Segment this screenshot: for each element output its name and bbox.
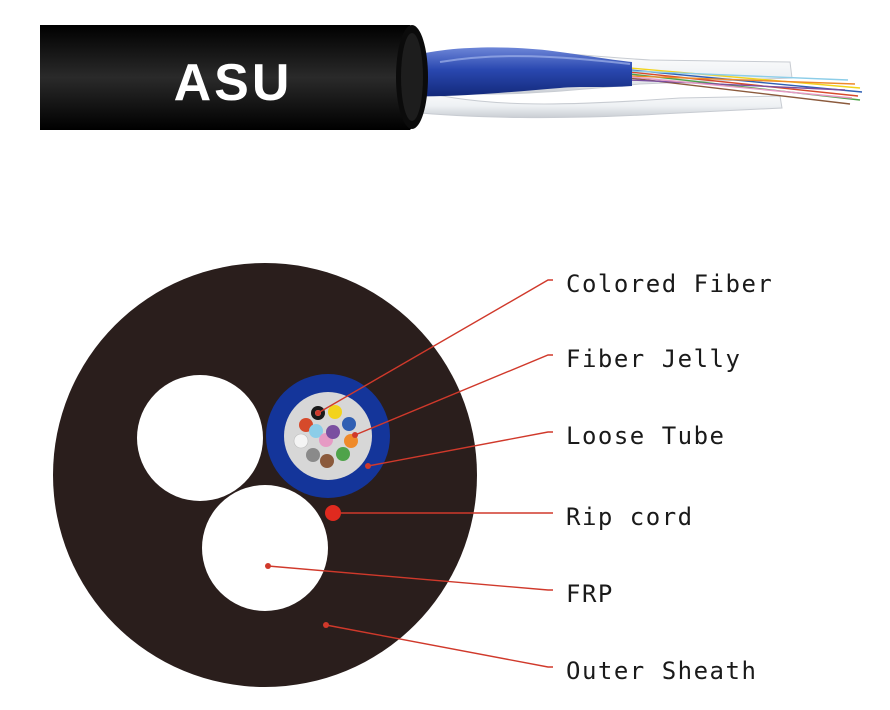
callout-rip-cord: Rip cord — [341, 503, 694, 531]
colored-fiber — [326, 425, 340, 439]
callout-label: Rip cord — [566, 503, 694, 531]
callout-label: FRP — [566, 580, 614, 608]
colored-fiber — [342, 417, 356, 431]
strength-member — [409, 87, 783, 119]
callouts: Colored Fiber Fiber Jelly Loose Tube Rip… — [265, 270, 773, 685]
cable-jacket — [40, 25, 423, 130]
colored-fiber — [293, 433, 309, 449]
colored-fiber — [328, 405, 342, 419]
colored-fiber — [336, 447, 350, 461]
outer-sheath — [53, 263, 477, 687]
callout-frp: FRP — [265, 563, 614, 608]
callout-label: Colored Fiber — [566, 270, 773, 298]
callout-label: Loose Tube — [566, 422, 726, 450]
colored-fiber — [309, 424, 323, 438]
callout-outer-sheath: Outer Sheath — [323, 622, 757, 685]
messenger-void-upper — [137, 375, 263, 501]
colored-fiber — [320, 454, 334, 468]
colored-fibers — [293, 405, 358, 468]
loose-tube-side — [405, 47, 632, 97]
fiber-strands — [629, 67, 863, 105]
cable-side-view: ASU — [40, 25, 863, 130]
callout-loose-tube: Loose Tube — [365, 422, 726, 469]
brand-text: ASU — [174, 54, 293, 112]
callout-colored-fiber: Colored Fiber — [315, 270, 773, 416]
cross-section — [53, 263, 477, 687]
callout-label: Outer Sheath — [566, 657, 757, 685]
rip-cord — [325, 505, 341, 521]
frp-core — [202, 485, 328, 611]
callout-fiber-jelly: Fiber Jelly — [352, 345, 741, 438]
colored-fiber — [306, 448, 320, 462]
callout-label: Fiber Jelly — [566, 345, 741, 373]
